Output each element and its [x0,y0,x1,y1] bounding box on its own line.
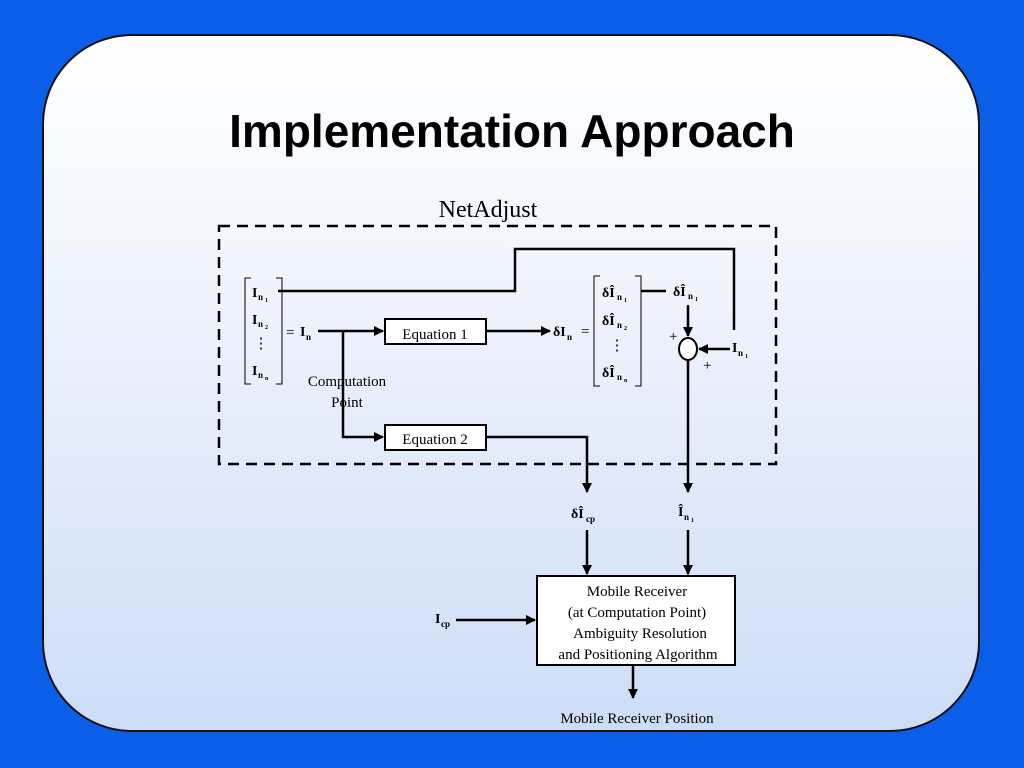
left-matrix-entry-n: I n n [252,364,269,382]
svg-text:cp: cp [441,619,450,629]
svg-text:n: n [258,370,263,380]
receiver-line2: (at Computation Point) [568,605,706,621]
Icp-label: I cp [435,612,450,629]
arrow-equation2-output [486,435,592,493]
svg-text:I: I [252,313,257,328]
right-matrix-entry-n: δÎ n n [602,364,628,384]
svg-text:n: n [265,376,269,382]
plus-bottom: + [703,358,711,374]
output-label: Mobile Receiver Position [560,711,714,727]
dIhat-cp-label: δÎ cp [571,505,595,524]
svg-text:2: 2 [624,326,627,332]
In1-right-label: I n 1 [732,341,748,360]
svg-text:n: n [258,292,263,302]
right-matrix-bracket-close [635,275,642,387]
equation2-box [384,424,487,451]
slide-card [42,34,980,732]
interpolated-In-label: I n [300,325,311,342]
svg-text:n: n [258,319,263,329]
computation-point-line2: Point [331,395,364,411]
svg-text:I: I [252,286,257,301]
Ihat-n1-label: Î n 1 [678,503,694,524]
left-equals: = [286,325,294,341]
netadjust-boundary [217,224,778,466]
left-matrix-dots: ⋮ [254,336,269,352]
dIhat-n1-label: δÎ n 1 [673,283,698,303]
svg-text:n: n [624,378,628,384]
svg-text:cp: cp [586,514,595,524]
svg-text:δÎ: δÎ [602,312,615,329]
slide-title: Implementation Approach [229,105,795,157]
svg-text:n: n [684,512,689,522]
svg-text:δÎ: δÎ [673,283,686,300]
mobile-receiver-box [536,575,736,666]
left-matrix-entry-1: I n 1 [252,286,268,304]
svg-text:n: n [688,291,693,301]
right-matrix-bracket-open [593,275,600,387]
svg-text:n: n [617,292,622,302]
summing-junction [678,337,698,361]
receiver-line4: and Positioning Algorithm [558,647,718,663]
right-equals: = [581,324,589,340]
svg-text:1: 1 [624,298,627,304]
plus-top: + [669,329,677,345]
right-matrix-entry-2: δÎ n 2 [602,312,627,332]
svg-text:1: 1 [745,354,748,360]
svg-text:I: I [252,364,257,379]
svg-text:n: n [617,320,622,330]
svg-text:n: n [567,332,572,342]
svg-text:I: I [435,612,440,627]
left-matrix-entry-2: I n 2 [252,313,268,331]
equation2-label: Equation 2 [402,432,467,448]
computation-point-line1: Computation [308,374,387,390]
svg-text:δI: δI [553,325,566,340]
svg-text:δÎ: δÎ [602,284,615,301]
receiver-line1: Mobile Receiver [587,584,687,600]
receiver-line3: Ambiguity Resolution [573,626,707,642]
svg-text:δÎ: δÎ [571,505,584,522]
right-matrix-dots: ⋮ [610,338,625,354]
dIn-label: δI n [553,325,572,342]
left-matrix-bracket-open [244,277,251,385]
svg-text:1: 1 [695,297,698,303]
svg-text:1: 1 [265,298,268,304]
svg-text:Î: Î [678,503,683,520]
netadjust-label: NetAdjust [439,197,538,223]
svg-text:n: n [617,372,622,382]
svg-text:I: I [300,325,305,340]
svg-text:2: 2 [265,325,268,331]
equation1-label: Equation 1 [402,327,467,343]
right-matrix-entry-1: δÎ n 1 [602,284,627,304]
svg-text:I: I [732,341,737,356]
left-matrix-bracket-close [276,277,283,385]
svg-text:n: n [306,332,311,342]
svg-text:1: 1 [691,518,694,524]
top-bypass-line [278,247,736,330]
arrow-to-equation2 [341,331,384,442]
svg-text:n: n [738,348,743,358]
svg-text:δÎ: δÎ [602,364,615,381]
